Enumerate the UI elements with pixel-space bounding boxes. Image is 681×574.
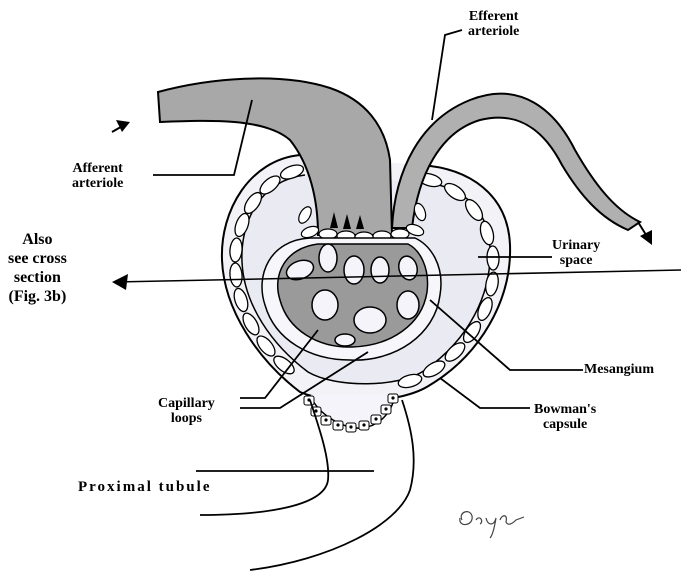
label-bowmans-capsule: Bowman's capsule xyxy=(534,402,596,432)
label-urinary-space: Urinary space xyxy=(552,238,600,268)
signature-icon xyxy=(460,512,524,538)
label-efferent-arteriole: Efferent arteriole xyxy=(468,9,519,39)
label-also-see-cross-section: Also see cross section (Fig. 3b) xyxy=(8,230,67,306)
label-proximal-tubule: Proximal tubule xyxy=(78,480,211,495)
arrow-icon xyxy=(112,274,128,290)
label-afferent-arteriole: Afferent arteriole xyxy=(72,161,123,191)
label-capillary-loops: Capillary loops xyxy=(158,396,215,426)
tubule-wall-right xyxy=(250,400,414,570)
tubule-wall-left xyxy=(200,400,328,515)
label-mesangium: Mesangium xyxy=(584,362,654,377)
